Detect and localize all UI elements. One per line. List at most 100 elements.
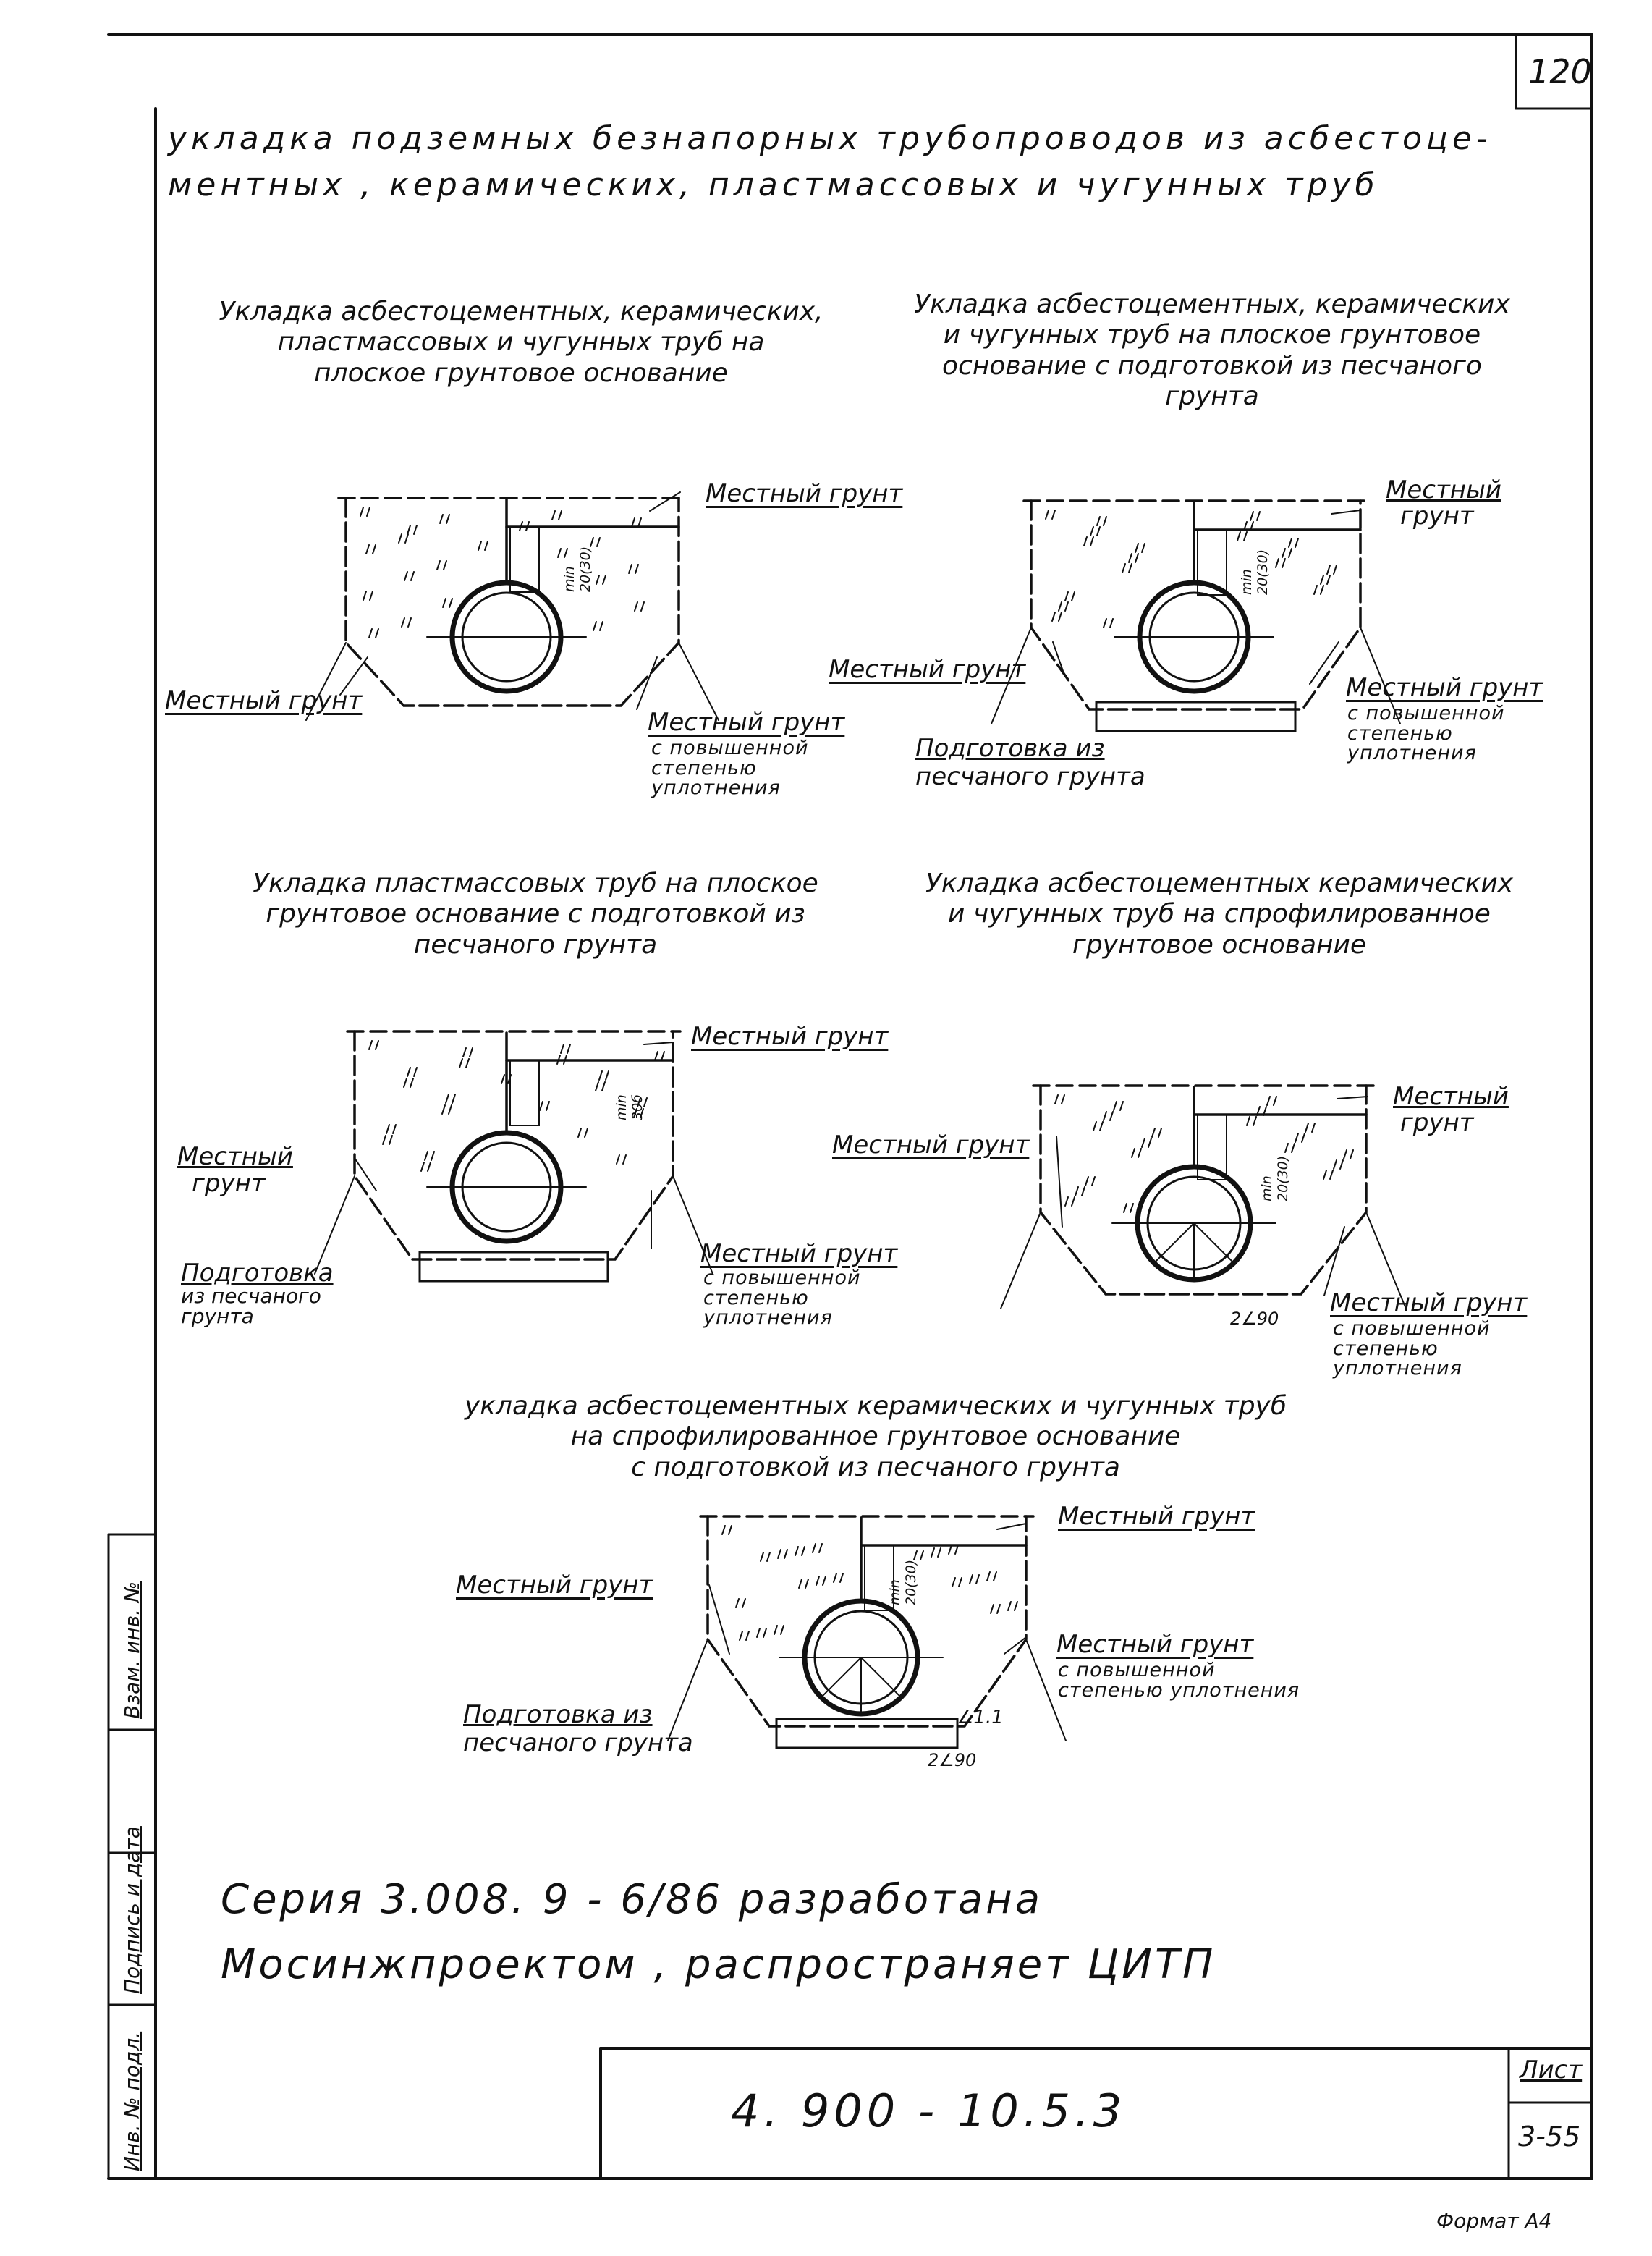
soil-hatch bbox=[1075, 1186, 1085, 1196]
figure-2-caption-line: грунта bbox=[1165, 381, 1259, 412]
label-line: Подготовка bbox=[181, 1259, 334, 1288]
dimension-marker bbox=[509, 526, 540, 593]
figure-4-angle-label: 2∠90 bbox=[1230, 1309, 1279, 1329]
soil-hatch bbox=[368, 1040, 379, 1050]
soil-hatch bbox=[931, 1547, 941, 1558]
soil-hatch bbox=[637, 1097, 648, 1107]
soil-hatch bbox=[1103, 618, 1114, 628]
figure-4-caption-line: Укладка асбестоцементных керамических bbox=[925, 869, 1514, 898]
figure-4-dimension: min 20(30) bbox=[1259, 1155, 1291, 1201]
trench-outline bbox=[353, 1030, 674, 1261]
soil-hatch bbox=[551, 510, 562, 520]
soil-hatch bbox=[398, 533, 409, 544]
figure-5-label-sand-bed: Подготовка из песчаного грунта bbox=[463, 1700, 693, 1757]
figure-1-section bbox=[305, 491, 719, 721]
figure-5-section bbox=[667, 1515, 1067, 1749]
dimension-marker bbox=[509, 1060, 540, 1126]
figure-2-label-sand-bed: Подготовка из песчаного грунта bbox=[915, 734, 1145, 792]
label-line: песчаного грунта bbox=[915, 762, 1145, 792]
soil-hatch bbox=[404, 571, 415, 581]
soil-hatch bbox=[1313, 585, 1324, 595]
soil-hatch bbox=[986, 1571, 997, 1581]
slope-line bbox=[1000, 1212, 1041, 1309]
soil-hatch bbox=[774, 1625, 784, 1635]
figure-3-label-compacted-soil-note: с повышенной степенью уплотнения bbox=[703, 1268, 861, 1328]
leader-line bbox=[354, 1157, 377, 1191]
figure-2-label-compacted-soil-note: с повышенной степенью уплотнения bbox=[1347, 704, 1505, 764]
soil-hatch bbox=[556, 1055, 567, 1065]
label-line: Местный bbox=[177, 1142, 293, 1171]
leader-line bbox=[1323, 1226, 1345, 1296]
soil-hatch bbox=[756, 1628, 767, 1638]
leader-line bbox=[649, 491, 681, 512]
soil-hatch bbox=[441, 1104, 452, 1115]
soil-hatch bbox=[462, 1047, 473, 1057]
figure-1-label-local-soil-left: Местный грунт bbox=[165, 686, 363, 715]
soil-hatch bbox=[990, 1604, 1001, 1614]
soil-hatch bbox=[436, 560, 447, 570]
figure-2-caption-line: Укладка асбестоцементных, керамических bbox=[914, 290, 1510, 319]
figure-4-caption-line: грунтовое основание bbox=[1072, 929, 1367, 960]
soil-hatch bbox=[948, 1545, 959, 1555]
soil-hatch bbox=[739, 1631, 750, 1641]
note-line: уплотнения bbox=[651, 777, 781, 800]
profile-rays bbox=[821, 1657, 902, 1715]
note-line: с повышенной bbox=[1347, 702, 1505, 724]
soil-hatch bbox=[628, 564, 639, 574]
figure-4-caption-line: и чугунных труб на спрофилированное bbox=[948, 899, 1491, 929]
figure-1-label-compacted-soil: Местный грунт bbox=[648, 708, 845, 737]
soil-hatch bbox=[560, 1044, 571, 1054]
soil-hatch bbox=[631, 517, 642, 528]
figure-2-dimension: min 20(30) bbox=[1239, 549, 1271, 595]
figure-5-caption: укладка асбестоцементных керамических и … bbox=[405, 1391, 1346, 1483]
label-line: Подготовка из bbox=[915, 734, 1105, 763]
sand-bed bbox=[1095, 701, 1297, 732]
soil-hatch bbox=[445, 1094, 456, 1104]
profile-rays bbox=[1153, 1222, 1234, 1280]
sheet-title: укладка подземных безнапорных трубопрово… bbox=[168, 116, 1543, 208]
figure-5-angle-label: 2∠90 bbox=[928, 1750, 977, 1770]
soil-hatch bbox=[1141, 1138, 1152, 1148]
note-line: с повышенной bbox=[651, 737, 809, 759]
figure-3-caption-line: Укладка пластмассовых труб на плоское bbox=[253, 869, 818, 898]
soil-hatch bbox=[1090, 526, 1101, 536]
soil-hatch bbox=[459, 1058, 470, 1068]
soil-hatch bbox=[1151, 1128, 1162, 1138]
page-number: 120 bbox=[1528, 52, 1592, 91]
soil-hatch bbox=[1256, 1106, 1267, 1116]
figure-4-caption: Укладка асбестоцементных керамических и … bbox=[886, 869, 1552, 960]
soil-hatch bbox=[1093, 1121, 1104, 1131]
trench-outline bbox=[1039, 1084, 1368, 1296]
note-line: с повышенной bbox=[1058, 1659, 1216, 1681]
figure-3-dimension: min 30б bbox=[614, 1094, 645, 1120]
figure-3-label-compacted-soil: Местный грунт bbox=[700, 1239, 898, 1268]
slope-line bbox=[1025, 1639, 1067, 1741]
soil-hatch bbox=[816, 1576, 826, 1586]
figure-3-caption-line: грунтовое основание с подготовкой из bbox=[266, 899, 805, 929]
trench-outline bbox=[706, 1515, 1028, 1728]
soil-hatch bbox=[1266, 1096, 1277, 1106]
soil-hatch bbox=[1243, 521, 1254, 531]
soil-hatch bbox=[833, 1573, 844, 1583]
figure-4-label-compacted-soil-note: с повышенной степенью уплотнения bbox=[1333, 1319, 1491, 1379]
figure-3-caption-line: песчаного грунта bbox=[413, 929, 658, 960]
leader-line bbox=[1052, 641, 1064, 674]
binding-field-replacement: Взам. инв. № bbox=[120, 1581, 144, 1719]
figure-3-label-sand-bed: Подготовка из песчаного грунта bbox=[181, 1261, 334, 1327]
label-line: грунт bbox=[192, 1169, 266, 1199]
soil-hatch bbox=[1045, 510, 1056, 520]
leader-line bbox=[1331, 510, 1361, 515]
soil-hatch bbox=[1122, 563, 1132, 573]
figure-5-caption-line: на спрофилированное грунтовое основание bbox=[570, 1421, 1181, 1452]
figure-5-label-local-soil-top: Местный грунт bbox=[1058, 1502, 1255, 1531]
leader-line bbox=[1056, 1136, 1063, 1228]
soil-hatch bbox=[1103, 1111, 1114, 1121]
soil-hatch bbox=[654, 1051, 665, 1061]
soil-hatch bbox=[735, 1598, 746, 1608]
note-line: степенью bbox=[651, 756, 757, 780]
figure-1-caption: Укладка асбестоцементных, керамических, … bbox=[195, 297, 847, 389]
figure-2-caption: Укладка асбестоцементных, керамических и… bbox=[879, 290, 1545, 413]
soil-hatch bbox=[1123, 1203, 1134, 1213]
soil-hatch bbox=[1054, 1094, 1065, 1104]
